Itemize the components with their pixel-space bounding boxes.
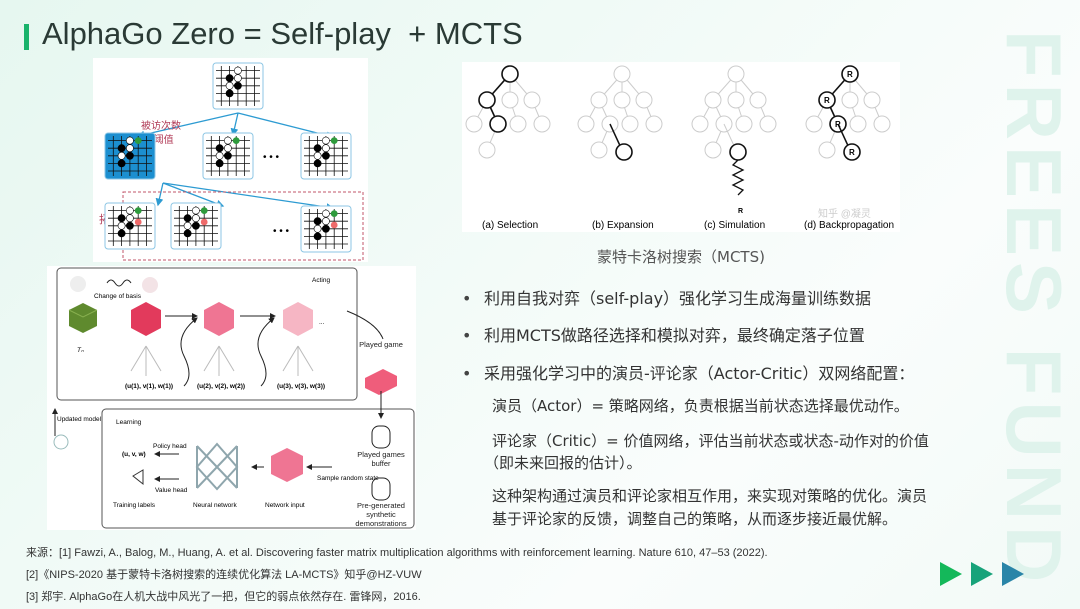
bullet-marker: • — [462, 326, 472, 345]
go-board — [300, 132, 352, 180]
bullet-item: • 采用强化学习中的演员-评论家（Actor-Critic）双网络配置： — [462, 360, 914, 384]
go-board — [104, 132, 156, 180]
result-label: R — [738, 208, 743, 215]
watermark: FREES FUND — [990, 30, 1078, 589]
played-game-label: Played game — [359, 340, 403, 349]
go-board — [170, 202, 222, 250]
network-input-label: Network input — [265, 502, 305, 509]
value-head-label: Value head — [155, 487, 188, 494]
arrow-icon — [971, 562, 993, 586]
result-label: R — [849, 148, 855, 157]
critic-detail-2: （即未来回报的估计）。 — [484, 454, 642, 472]
policy-head-label: Policy head — [153, 443, 187, 450]
mcts-caption: 蒙特卡洛树搜索（MCTS) — [597, 248, 765, 266]
step-simulation: (c) Simulation — [704, 220, 765, 231]
bullet-text: 利用MCTS做路径选择和模拟对弈，最终确定落子位置 — [484, 326, 865, 345]
go-board — [300, 205, 352, 253]
mcts-tree — [577, 65, 663, 161]
acting-label: Acting — [312, 277, 330, 284]
critic-detail-1: 评论家（Critic）= 价值网络，评估当前状态或状态-动作对的价值 — [492, 432, 929, 450]
go-board — [104, 202, 156, 250]
arrow-icon — [1002, 562, 1024, 586]
actor-detail: 演员（Actor）= 策略网络，负责根据当前状态选择最优动作。 — [492, 397, 909, 415]
learning-label: Learning — [116, 419, 142, 426]
mcts-tree — [691, 65, 777, 196]
mcts-tree — [465, 65, 551, 159]
summary-line-2: 基于评论家的反馈，调整自己的策略，从而逐步接近最优解。 — [492, 510, 898, 528]
step-backpropagation: (d) Backpropagation — [804, 220, 894, 231]
alphatensor-figure: Acting Change of basis Tₙ ... (u(1), v(1… — [47, 266, 416, 530]
go-tree-figure: 被访次数 > 阈值 拓展 • • • • • • — [93, 58, 368, 262]
source-watermark: 知乎 @凝灵 — [818, 207, 871, 220]
go-board — [212, 62, 264, 110]
pregenerated-label: Pre-generated synthetic demonstrations — [355, 501, 407, 528]
tensor-cube — [68, 303, 98, 333]
slide-title: AlphaGo Zero = Self-play + MCTS — [42, 16, 523, 51]
ellipsis: • • • — [263, 152, 280, 163]
change-of-basis-label: Change of basis — [94, 293, 142, 300]
training-labels: Training labels — [113, 502, 156, 509]
bullet-item: • 利用自我对弈（self-play）强化学习生成海量训练数据 — [462, 285, 871, 309]
mcts-figure: R R R R (a) Selection (b) Expansion (c) Sim… — [462, 62, 900, 232]
summary-line-1: 这种架构通过演员和评论家相互作用，来实现对策略的优化。演员 — [492, 487, 928, 505]
sample-random-state-label: Sample random state — [317, 475, 379, 482]
uvw-3: (u(3), v(3), w(3)) — [277, 383, 325, 390]
result-label: R — [824, 96, 830, 105]
neural-network-label: Neural network — [193, 502, 237, 509]
ellipsis: ... — [319, 319, 325, 326]
result-label: R — [835, 120, 841, 129]
reference-2: [2]《NIPS-2020 基于蒙特卡洛树搜索的连续优化算法 LA-MCTS》知… — [26, 569, 422, 581]
step-expansion: (b) Expansion — [592, 220, 654, 231]
tensor-label: Tₙ — [77, 347, 84, 354]
go-board — [202, 132, 254, 180]
bullet-text: 利用自我对弈（self-play）强化学习生成海量训练数据 — [484, 289, 872, 308]
bullet-marker: • — [462, 289, 472, 308]
arrow-icon — [940, 562, 962, 586]
uvw-output: (u, v, w) — [122, 451, 146, 458]
neural-network-icon — [195, 442, 239, 491]
ellipsis: • • • — [273, 226, 290, 237]
bullet-marker: • — [462, 364, 472, 383]
bullet-item: • 利用MCTS做路径选择和模拟对弈，最终确定落子位置 — [462, 322, 865, 346]
uvw-2: (u(2), v(2), w(2)) — [197, 383, 245, 390]
bullet-text: 采用强化学习中的演员-评论家（Actor-Critic）双网络配置： — [484, 364, 915, 383]
reference-1: 来源：[1] Fawzi, A., Balog, M., Huang, A. e… — [26, 547, 768, 559]
step-selection: (a) Selection — [482, 220, 538, 231]
played-games-buffer-label: Played games buffer — [357, 450, 405, 468]
reference-3: [3] 郑宇. AlphaGo在人机大战中风光了一把，但它的弱点依然存在. 雷锋… — [26, 591, 421, 603]
result-label: R — [847, 70, 853, 79]
label-visits: 被访次数 — [141, 119, 181, 132]
updated-model-label: Updated model — [57, 416, 102, 423]
title-accent-bar — [24, 24, 29, 50]
mcts-tree: R R R R — [805, 65, 891, 161]
uvw-1: (u(1), v(1), w(1)) — [125, 383, 173, 390]
